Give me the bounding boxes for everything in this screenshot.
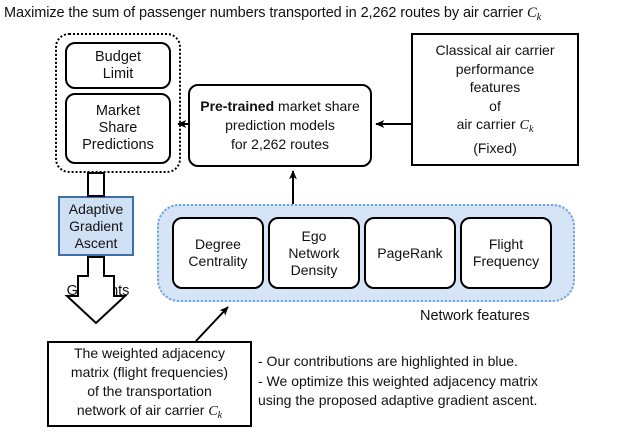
network-feature-flight-frequency: Flight Frequency [460,217,552,289]
diagram-title: Maximize the sum of passenger numbers tr… [4,4,624,27]
market-share-predictions-label: Market Share Predictions [82,103,154,153]
adaptive-gradient-ascent-box: Adaptive Gradient Ascent [58,196,134,256]
pretrained-models-label: Pre-trained market share prediction mode… [196,97,364,154]
budget-limit-box: Budget Limit [65,42,171,89]
arrow-matrix-to-network-features [195,306,229,342]
budget-limit-label: Budget Limit [95,48,141,82]
classical-features-label: Classical air carrier performance featur… [435,42,555,157]
title-carrier-subscript: k [536,11,542,23]
note-line-1: - Our contributions are highlighted in b… [258,353,518,369]
pretrained-rest-line1: market share [274,98,360,114]
diagram-title-text: Maximize the sum of passenger numbers tr… [4,5,528,21]
note-line-2: - We optimize this weighted adjacency ma… [258,372,538,389]
flight-frequency-label: Flight Frequency [472,236,540,269]
pagerank-label: PageRank [377,244,443,261]
degree-centrality-label: Degree Centrality [188,236,248,269]
pretrained-line2: prediction models [225,117,335,133]
network-feature-ego-network-density: Ego Network Density [268,217,360,289]
network-feature-degree-centrality: Degree Centrality [172,217,264,289]
legend-notes: - Our contributions are highlighted in b… [258,352,624,411]
title-carrier-variable: C [527,5,537,21]
network-features-caption: Network features [420,308,530,324]
gradients-label: Gradients [66,283,130,299]
pretrained-bold-prefix: Pre-trained [200,98,275,114]
network-feature-pagerank: PageRank [364,217,456,289]
pretrained-models-box: Pre-trained market share prediction mode… [188,84,372,167]
market-share-predictions-box: Market Share Predictions [65,93,171,164]
adaptive-gradient-ascent-label: Adaptive Gradient Ascent [68,200,124,251]
weighted-adjacency-matrix-label: The weighted adjacency matrix (flight fr… [70,344,229,421]
note-line-3: using the proposed adaptive gradient asc… [258,392,538,408]
classical-features-box: Classical air carrier performance featur… [411,33,579,166]
ego-network-density-label: Ego Network Density [288,227,340,278]
pretrained-line3: for 2,262 routes [230,136,330,152]
weighted-adjacency-matrix-box: The weighted adjacency matrix (flight fr… [47,341,252,427]
connector-constraints-to-adaptive [87,172,105,197]
